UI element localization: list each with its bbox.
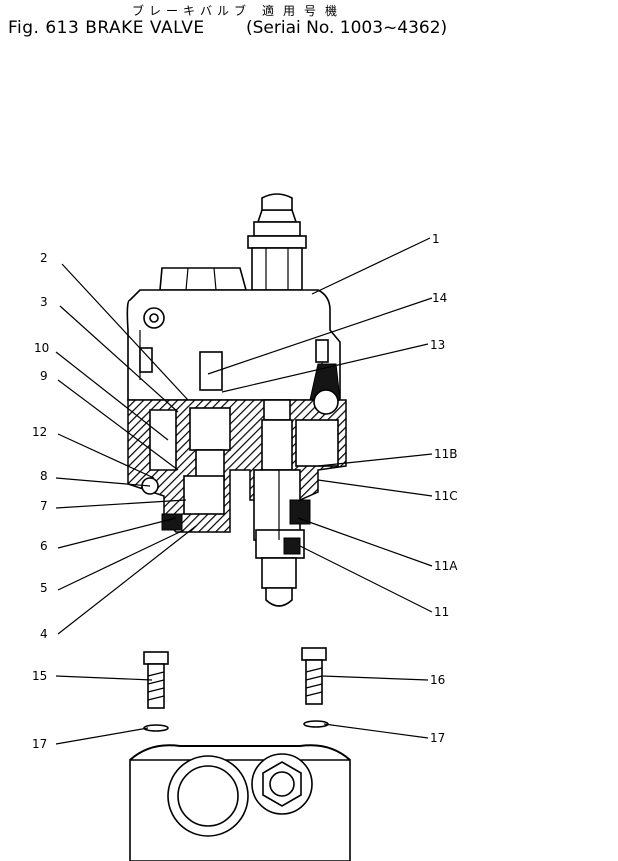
callout-2: 2 bbox=[40, 251, 48, 265]
valve-body bbox=[127, 389, 347, 533]
callout-11C: 11C bbox=[434, 489, 458, 503]
callout-17-left: 17 bbox=[32, 737, 47, 751]
washer-17-left bbox=[143, 724, 169, 732]
callout-11: 11 bbox=[434, 605, 449, 619]
callout-3: 3 bbox=[40, 295, 48, 309]
callout-9: 9 bbox=[40, 369, 48, 383]
callout-17-right: 17 bbox=[430, 731, 445, 745]
callout-13: 13 bbox=[430, 338, 445, 352]
callout-14: 14 bbox=[432, 291, 447, 305]
japanese-part-name: ブレーキバルブ bbox=[132, 4, 252, 18]
callout-labels: 1 2 3 10 9 12 8 7 6 5 4 14 13 11B 11C 11… bbox=[32, 232, 458, 751]
bolt-16 bbox=[301, 647, 327, 705]
callout-16: 16 bbox=[430, 673, 445, 687]
top-fitting bbox=[247, 193, 307, 291]
callout-11A: 11A bbox=[434, 559, 458, 573]
callout-11B: 11B bbox=[434, 447, 458, 461]
callout-7: 7 bbox=[40, 499, 48, 513]
callout-8: 8 bbox=[40, 469, 48, 483]
upper-housing bbox=[126, 267, 341, 401]
callout-1: 1 bbox=[432, 232, 440, 246]
lower-plunger bbox=[253, 469, 311, 607]
callout-12: 12 bbox=[32, 425, 47, 439]
bottom-flange bbox=[129, 744, 351, 861]
leader-lines bbox=[55, 237, 433, 745]
callout-4: 4 bbox=[40, 627, 48, 641]
callout-10: 10 bbox=[34, 341, 49, 355]
serial-range: (Seriai No. 1003~4362) bbox=[246, 18, 448, 38]
figure-title: Fig. 613 BRAKE VALVE bbox=[8, 18, 205, 38]
japanese-applicable-label: 適用号機 bbox=[262, 4, 347, 18]
callout-5: 5 bbox=[40, 581, 48, 595]
callout-15: 15 bbox=[32, 669, 47, 683]
bolt-15 bbox=[143, 651, 169, 709]
callout-6: 6 bbox=[40, 539, 48, 553]
